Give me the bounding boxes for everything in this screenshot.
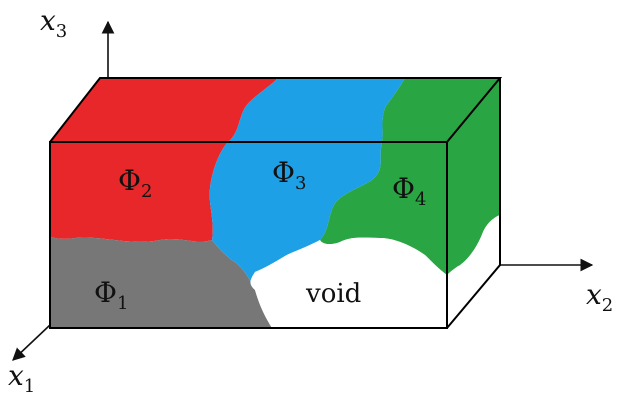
phi3-label: Φ3 [272,156,306,194]
phi2-label: Φ2 [118,164,152,202]
front-face-edge [49,141,448,329]
axis-x2-label: x2 [586,278,613,316]
side-back-edge [446,78,501,329]
top-back-edge [49,77,503,143]
front-face-phi4 [320,142,447,275]
front-face-phi2 [50,142,228,242]
front-face-phi3 [209,142,382,290]
phi4-label: Φ4 [392,172,426,210]
axis-x3-label: x3 [40,4,67,42]
top-face-phi4 [382,78,500,142]
phi1-label: Φ1 [94,276,128,314]
side-face-void [447,215,500,328]
front-face-phi1 [50,237,272,328]
axis-x1-label: x1 [8,359,35,397]
front-face-void [250,237,447,328]
top-face-phi3 [228,78,405,142]
void-label: void [305,279,361,309]
top-face-phi2 [50,78,278,142]
box-outline [49,77,503,329]
axis-x1-line [12,324,51,361]
